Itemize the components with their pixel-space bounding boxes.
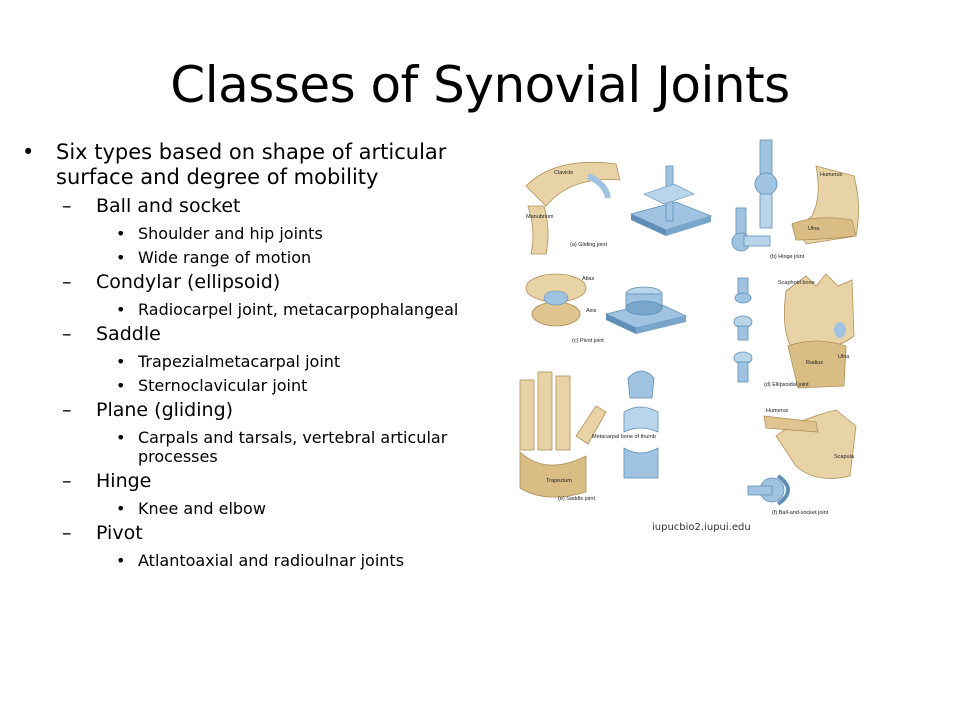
gliding-joint-caption: (a) Gliding joint [570,242,607,248]
radius-label: Radius [806,360,823,366]
ellipsoid-joint-panel: Scaphoid bone Radius Ulna (d) Ellipsoida… [733,273,855,389]
ulna-label-d: Ulna [838,354,850,360]
joint-type-pivot: Pivot [22,521,492,546]
saddle-joint-caption: (e) Saddle joint [558,496,595,502]
metacarpal-label: Metacarpal bone of thumb [592,434,656,440]
joint-illustration: Clavicle Manubrium (a) Gliding joint Hum… [516,136,866,526]
gliding-joint-panel: Clavicle Manubrium (a) Gliding joint [525,161,713,255]
hinge-joint-panel: Humerus Ulna (b) Hinge joint [731,139,859,260]
ball-and-socket-joint-caption: (f) Ball-and-socket joint [772,510,829,516]
example-item: Radiocarpel joint, metacarpophalangeal [22,300,492,319]
manubrium-label: Manubrium [526,214,554,220]
joint-illustration-svg: Clavicle Manubrium (a) Gliding joint Hum… [519,139,859,516]
pivot-joint-panel: Atlas Axis (c) Pivot joint [525,273,688,344]
axis-label: Axis [586,308,597,314]
ellipsoid-joint-caption: (d) Ellipsoidal joint [764,382,809,388]
slide-title: Classes of Synovial Joints [170,56,790,114]
clavicle-label: Clavicle [554,170,573,176]
image-credit: iupucbio2.iupui.edu [652,522,751,533]
pivot-joint-caption: (c) Pivot joint [572,338,604,344]
main-bullet: Six types based on shape of articular su… [22,140,492,190]
ulna-label-b: Ulna [808,226,820,232]
humerus-label-b: Humerus [820,172,843,178]
scaphoid-label: Scaphoid bone [778,280,815,286]
joint-type-condylar: Condylar (ellipsoid) [22,270,492,295]
hinge-joint-caption: (b) Hinge joint [770,254,805,260]
atlas-label: Atlas [582,276,594,282]
example-item: Trapezialmetacarpal joint [22,352,492,371]
example-item: Carpals and tarsals, vertebral articular… [22,428,492,466]
example-item: Sternoclavicular joint [22,376,492,395]
saddle-joint-panel: Metacarpal bone of thumb Trapezium (e) S… [519,370,659,502]
scapula-label: Scapula [834,454,855,460]
joint-type-hinge: Hinge [22,469,492,494]
joint-type-ball-and-socket: Ball and socket [22,194,492,219]
example-item: Knee and elbow [22,499,492,518]
ball-and-socket-joint-panel: Humerus Scapula (f) Ball-and-socket join… [747,408,857,516]
example-item: Wide range of motion [22,248,492,267]
joint-type-plane: Plane (gliding) [22,398,492,423]
humerus-label-f: Humerus [766,408,789,414]
bullet-list: Six types based on shape of articular su… [22,140,492,570]
trapezium-label: Trapezium [546,478,572,484]
joint-type-saddle: Saddle [22,322,492,347]
example-item: Atlantoaxial and radioulnar joints [22,551,492,570]
example-item: Shoulder and hip joints [22,224,492,243]
